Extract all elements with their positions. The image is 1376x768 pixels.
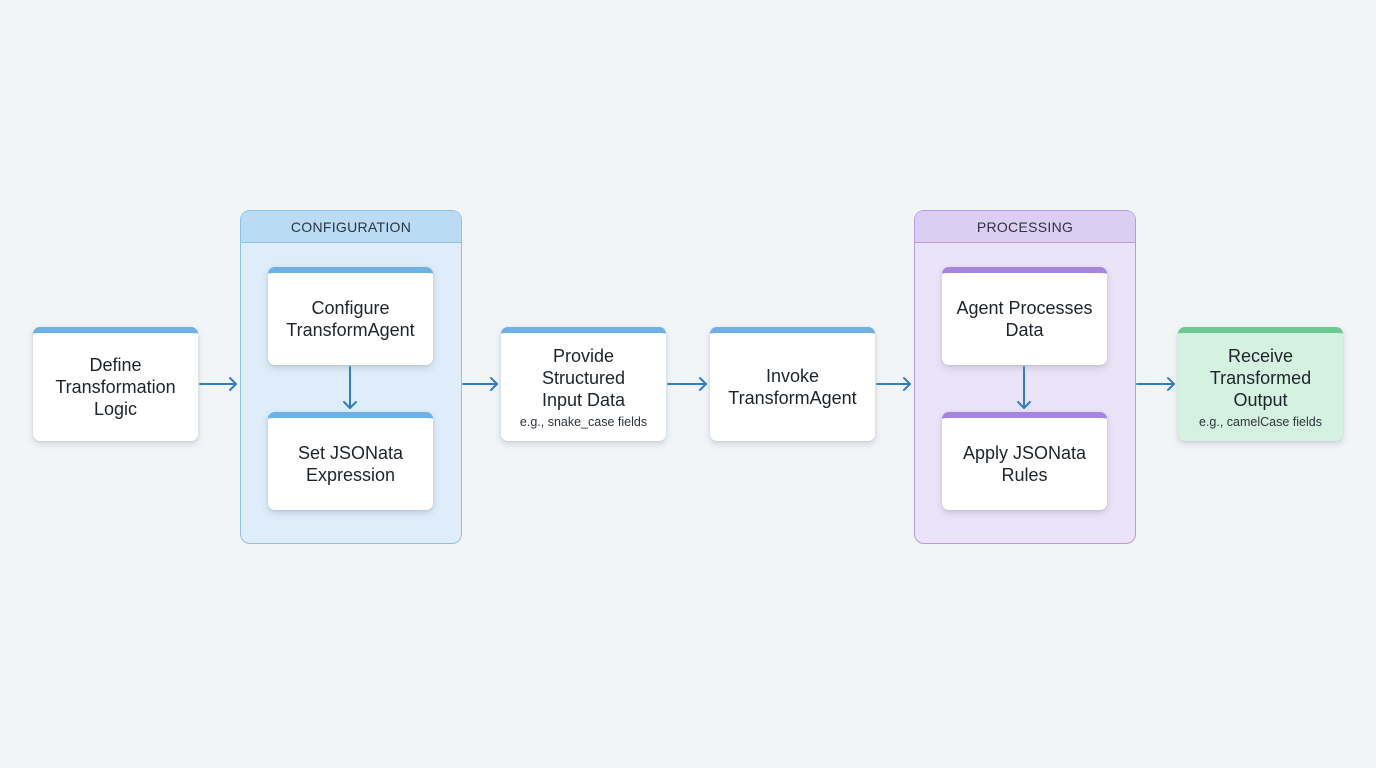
arrow-invoke-to-processing <box>876 377 911 391</box>
arrow-processing-to-output <box>1136 377 1175 391</box>
processing-group-header: PROCESSING <box>915 211 1135 243</box>
provide-input-subtitle: e.g., snake_case fields <box>519 414 648 429</box>
arrow-define-to-configuration <box>199 377 237 391</box>
receive-output-subtitle: e.g., camelCase fields <box>1199 414 1322 429</box>
arrow-configuration-to-provide-input <box>462 377 498 391</box>
configuration-group-header: CONFIGURATION <box>241 211 461 243</box>
arrow-provide-input-to-invoke <box>667 377 707 391</box>
